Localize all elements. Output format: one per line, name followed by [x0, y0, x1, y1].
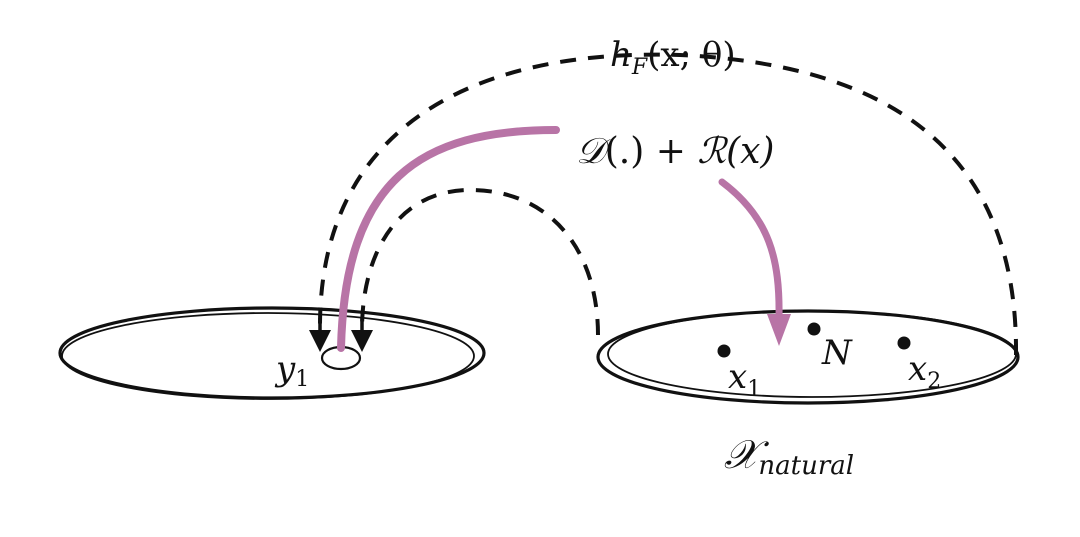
mapping-label: hF(x; θ)	[610, 35, 736, 80]
y1-label: y1	[274, 349, 309, 392]
x2-sub: 2	[927, 369, 941, 394]
objective-r: ℛ	[697, 131, 728, 172]
inner-dashed-arc	[360, 187, 600, 336]
y1-sub: 1	[295, 367, 309, 392]
point-x1	[717, 344, 731, 358]
x2-base: x	[908, 349, 927, 389]
objective-r-args: (x)	[726, 131, 774, 172]
x1-base: x	[728, 357, 747, 397]
objective-d-args: (.)	[605, 131, 645, 172]
down-arrow-left	[309, 318, 331, 352]
natural-space-label: 𝒳natural	[724, 432, 854, 481]
down-arrow-right	[351, 318, 373, 352]
point-x2	[897, 336, 911, 350]
objective-plus: +	[644, 131, 697, 172]
right-space-ellipse	[596, 309, 1020, 405]
point-n	[807, 322, 821, 336]
mapping-func: h	[610, 35, 632, 75]
x2-label: x2	[908, 349, 941, 394]
pink-arrow-to-natural	[718, 178, 791, 346]
y1-base: y	[274, 349, 296, 389]
left-space-ellipse	[58, 306, 486, 400]
n-label: N	[821, 333, 853, 373]
mapping-args: (x; θ)	[647, 35, 735, 75]
mapping-sub: F	[631, 55, 648, 80]
x1-sub: 1	[747, 377, 761, 402]
x1-label: x1	[728, 357, 761, 402]
outer-dashed-arc	[317, 52, 1019, 356]
space-sub: natural	[758, 451, 854, 481]
objective-label: 𝒟(.) + ℛ(x)	[576, 131, 774, 172]
pink-curve-to-y1	[337, 126, 560, 352]
